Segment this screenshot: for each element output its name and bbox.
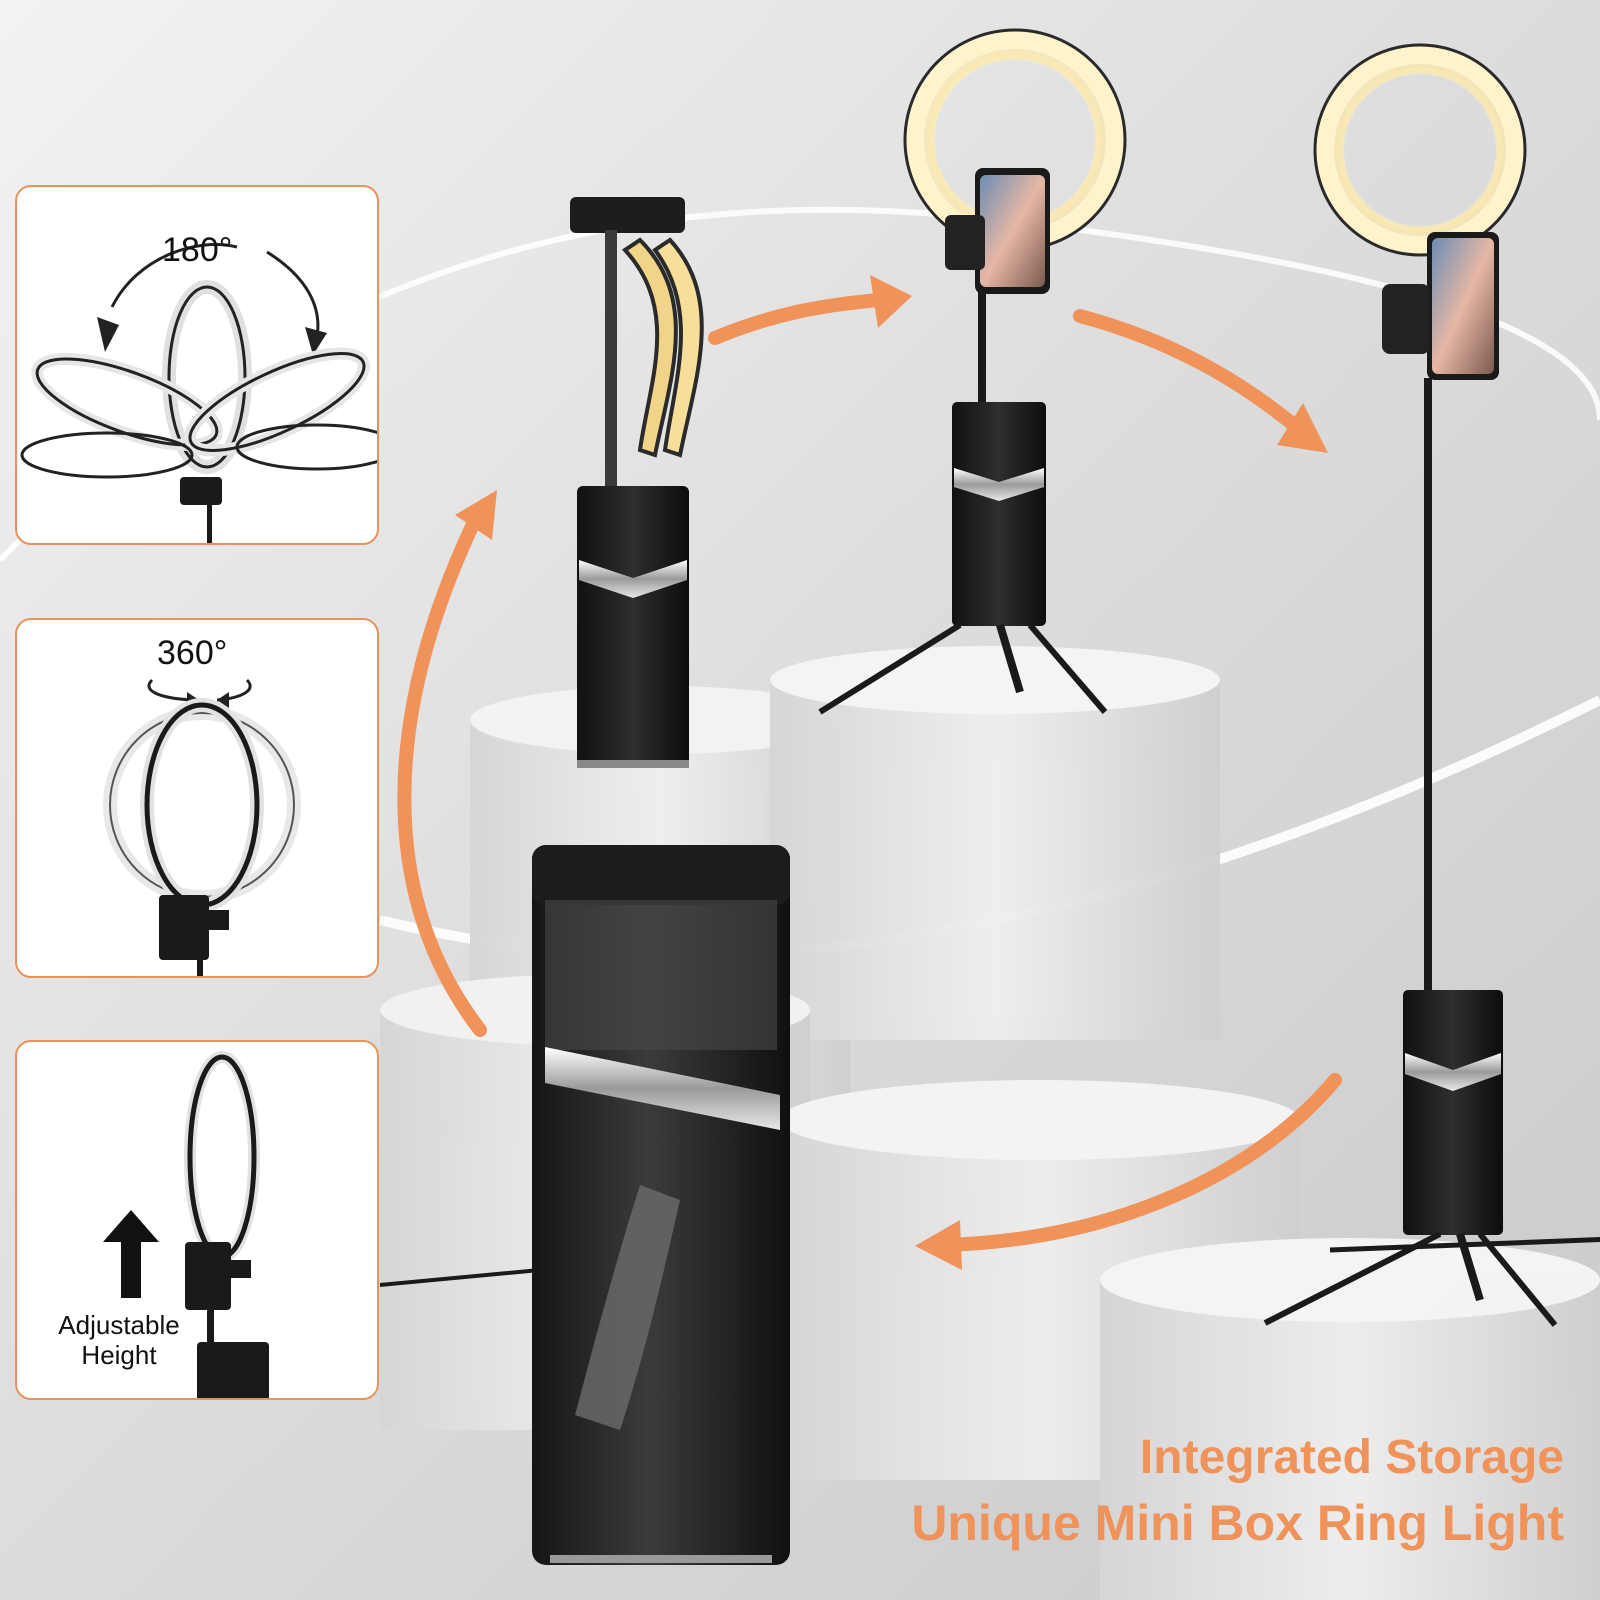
product-state-tripod (818, 20, 1135, 715)
callout-rotation-360: 360° (15, 618, 379, 978)
ring-swivel-360-icon (103, 678, 301, 976)
callout-rotation-180: 180° (15, 185, 379, 545)
product-state-full-height (1263, 36, 1600, 1327)
adjustable-height-illustration (184, 1051, 269, 1398)
adjustable-label-line1: Adjustable (58, 1310, 180, 1340)
flow-arrow-right-1 (708, 293, 887, 345)
callout-adjustable-height: Adjustable Height (15, 1040, 379, 1400)
adjustable-height-label: Adjustable Height (39, 1310, 199, 1370)
flow-arrows (397, 293, 1342, 1252)
product-state-unfolding (570, 197, 704, 768)
adjustable-label-line2: Height (81, 1340, 157, 1370)
flow-arrowheads (455, 275, 1328, 1270)
up-arrow-icon (103, 1210, 159, 1298)
flow-arrow-up (397, 513, 487, 1037)
product-state-storage-box (379, 845, 790, 1565)
headline-line1: Integrated Storage (1139, 1431, 1564, 1484)
pedestals (380, 646, 1600, 1600)
rotation-180-label: 180° (162, 231, 233, 269)
flow-arrow-back (938, 1073, 1342, 1252)
ring-tilt-180-icon (20, 243, 377, 543)
flow-arrow-right-2 (1073, 309, 1307, 437)
rotation-360-label: 360° (157, 634, 228, 672)
headline-line2: Unique Mini Box Ring Light (911, 1495, 1564, 1551)
